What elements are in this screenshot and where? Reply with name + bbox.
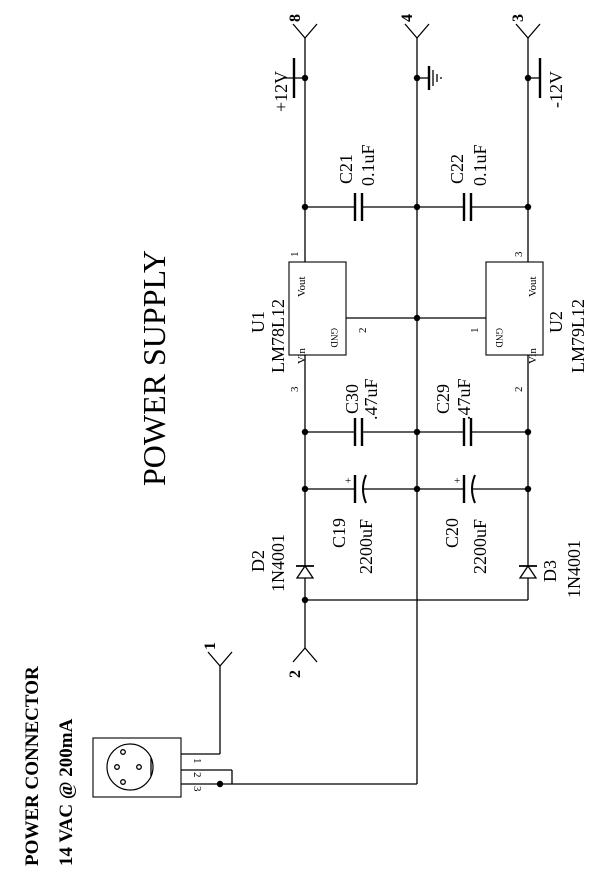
plus12v-symbol: +12V [271, 58, 309, 112]
c21-value: 0.1uF [358, 144, 378, 186]
rail-label-plus12v: +12V [271, 71, 291, 112]
minus12v-symbol: -12V [524, 58, 566, 108]
u1-vin: Vin [296, 348, 308, 364]
u1-pin-gnd: 2 [357, 328, 369, 334]
net-terminal-4: 4 [399, 14, 430, 39]
net-label-3: 3 [510, 14, 527, 22]
regulator-u2: Vout GND Vin 3 1 2 U2 LM79L12 [417, 251, 588, 392]
c19-value: 2200uF [356, 519, 376, 574]
c19-ref: C19 [329, 518, 349, 548]
jack-pin-2: 2 [191, 772, 203, 778]
c22-ref: C22 [447, 154, 467, 184]
connector-title: POWER CONNECTOR [22, 666, 43, 866]
u2-ref: U2 [546, 311, 566, 333]
c30-value: .47uF [361, 378, 381, 420]
net-label-4: 4 [399, 14, 416, 22]
power-connector-jack: 1 2 3 [92, 737, 203, 798]
net-terminal-8: 8 [287, 14, 318, 39]
c30-ref: C30 [342, 384, 362, 414]
u1-gnd: GND [329, 328, 339, 348]
c21-ref: C21 [336, 154, 356, 184]
diode-d3: D3 1N4001 [518, 540, 584, 598]
u2-vin: Vin [527, 348, 539, 364]
d2-part: 1N4001 [268, 534, 288, 592]
d3-part: 1N4001 [564, 540, 584, 598]
net-label-2: 2 [287, 670, 304, 678]
connector-rating: 14 VAC @ 200mA [56, 718, 77, 866]
c20-ref: C20 [442, 518, 462, 548]
capacitor-c30: C30 .47uF [305, 378, 417, 446]
u1-pin-out: 1 [289, 252, 301, 258]
u1-part: LM78L12 [268, 299, 288, 373]
u1-pin-in: 3 [289, 386, 301, 392]
jack-pin-3: 3 [191, 786, 203, 792]
u2-pin-gnd: 1 [469, 328, 481, 334]
d3-ref: D3 [540, 560, 560, 582]
regulator-u1: Vout GND Vin 1 2 3 U1 LM78L12 [248, 252, 417, 392]
net-label-1: 1 [202, 642, 219, 650]
capacitor-c29: C29 .47uF [417, 378, 528, 446]
c29-ref: C29 [433, 384, 453, 414]
u1-vout: Vout [296, 276, 308, 297]
ground-symbol [413, 66, 442, 90]
u2-part: LM79L12 [568, 299, 588, 373]
c19-plus: + [345, 475, 351, 487]
c20-plus: + [454, 475, 460, 487]
d2-ref: D2 [248, 550, 268, 572]
u2-gnd: GND [494, 328, 504, 348]
u1-ref: U1 [248, 311, 268, 333]
u2-pin-in: 2 [513, 387, 525, 393]
diode-d2: D2 1N4001 [248, 534, 315, 592]
capacitor-c20: + C20 2200uF [417, 474, 528, 574]
net-terminal-3: 3 [510, 14, 541, 39]
capacitor-c22: C22 0.1uF [417, 144, 528, 221]
u2-pin-out: 3 [513, 251, 525, 257]
rail-label-minus12v: -12V [546, 71, 566, 108]
capacitor-c21: C21 0.1uF [305, 144, 417, 221]
page-title: POWER SUPPLY [136, 250, 172, 486]
c22-value: 0.1uF [470, 144, 490, 186]
capacitor-c19: + C19 2200uF [305, 474, 417, 574]
u2-vout: Vout [527, 276, 539, 297]
c29-value: .47uF [454, 378, 474, 420]
net-terminal-1: 1 [180, 642, 233, 755]
net-label-8: 8 [287, 14, 304, 22]
net-terminal-2: 2 [287, 600, 318, 678]
c20-value: 2200uF [470, 519, 490, 574]
jack-pin-1: 1 [191, 758, 203, 764]
